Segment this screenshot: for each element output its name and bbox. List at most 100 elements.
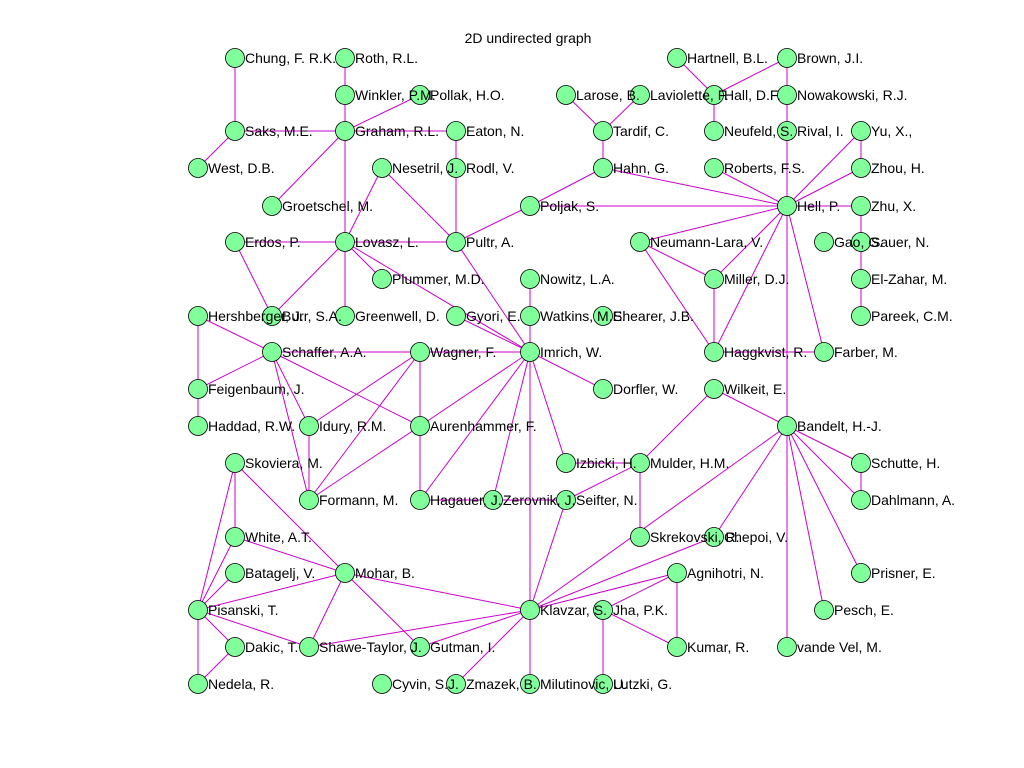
graph-node <box>410 85 430 105</box>
edge-33-35 <box>197 609 310 648</box>
node-label: Pareek, C.M. <box>871 308 953 324</box>
node-label: Klavzar, S. <box>540 602 607 618</box>
node-label: Roth, R.L. <box>355 50 418 66</box>
graph-node <box>225 527 245 547</box>
graph-node <box>188 416 208 436</box>
graph-node <box>446 158 466 178</box>
edge-76-81 <box>713 425 788 538</box>
node-label: Pollak, H.O. <box>430 87 505 103</box>
edge-13-44 <box>344 241 531 353</box>
edge-49-82 <box>529 572 678 611</box>
graph-node <box>372 269 392 289</box>
graph-node <box>593 121 613 141</box>
edge-28-44 <box>419 351 531 501</box>
node-label: Burr, S.A. <box>282 308 342 324</box>
graph-node <box>667 563 687 583</box>
node-label: Wilkeit, E. <box>724 381 786 397</box>
edge-32-49 <box>344 572 531 611</box>
edge-26-32 <box>234 462 346 574</box>
labels-layer: Chung, F. R.K. Roth, R.L. Winkler, P.M.Pol… <box>208 50 955 692</box>
node-label: Zhu, X. <box>871 198 916 214</box>
node-label: Hershberger, J. <box>208 308 304 324</box>
node-label: Seifter, N. <box>576 492 637 508</box>
edge-48-49 <box>529 499 567 611</box>
edge-6-11 <box>271 130 346 207</box>
edge-12-17 <box>234 241 273 317</box>
graph-node <box>814 232 834 252</box>
graph-node <box>225 232 245 252</box>
node-label: Nesetril, J. <box>392 160 458 176</box>
node-label: Formann, M. <box>319 492 398 508</box>
edge-62-65 <box>713 167 788 207</box>
graph-node <box>410 637 430 657</box>
edge-14-44 <box>455 241 531 353</box>
graph-node <box>262 196 282 216</box>
graph-node <box>593 158 613 178</box>
graph-node <box>851 196 871 216</box>
edge-20-27 <box>271 351 310 501</box>
graph-node <box>556 490 576 510</box>
graph-node <box>556 453 576 473</box>
node-label: Skoviera, M. <box>245 455 323 471</box>
graph-node <box>851 490 871 510</box>
graph-node <box>372 674 392 694</box>
edge-25-27 <box>308 425 421 501</box>
edge-35-49 <box>308 609 531 648</box>
graph-node <box>814 342 834 362</box>
node-label: Agnihotri, N. <box>687 565 764 581</box>
edge-61-64 <box>529 167 604 207</box>
graph-node <box>593 600 613 620</box>
graph-node <box>777 416 797 436</box>
node-label: Pisanski, T. <box>208 602 279 618</box>
graph-node <box>446 674 466 694</box>
node-label: Cyvin, S.J. <box>392 676 459 692</box>
graph-node <box>299 637 319 657</box>
graph-node <box>335 121 355 141</box>
node-label: Farber, M. <box>834 344 898 360</box>
edge-49-81 <box>529 536 715 611</box>
graph-node <box>372 158 392 178</box>
graph-node <box>483 490 503 510</box>
graph-node <box>225 563 245 583</box>
graph-node <box>520 306 540 326</box>
node-label: Brown, J.I. <box>797 50 863 66</box>
edge-61-65 <box>602 167 788 207</box>
edge-63-65 <box>786 167 862 207</box>
nodes-layer <box>188 48 871 694</box>
graph-node <box>704 158 724 178</box>
node-label: Chung, F. R.K. <box>245 50 336 66</box>
graph-node <box>851 269 871 289</box>
edge-52-55 <box>713 57 788 96</box>
graph-node <box>520 269 540 289</box>
graph-node <box>520 600 540 620</box>
node-label: Dakic, T. <box>245 639 298 655</box>
graph-node <box>593 379 613 399</box>
edge-50-85 <box>602 609 678 648</box>
node-label: El-Zahar, M. <box>871 271 947 287</box>
node-label: Plummer, M.D. <box>392 271 485 287</box>
edge-25-44 <box>419 351 531 427</box>
graph-node <box>520 342 540 362</box>
node-label: Hagauer, J. <box>430 492 502 508</box>
edge-76-83 <box>786 425 862 574</box>
edge-20-22 <box>197 351 273 390</box>
edges-layer <box>197 57 862 685</box>
node-label: Schaffer, A.A. <box>282 344 367 360</box>
edge-30-33 <box>197 536 236 611</box>
node-label: Hell, P. <box>797 198 840 214</box>
node-label: Mulder, H.M. <box>650 455 729 471</box>
node-label: Pultr, A. <box>466 234 514 250</box>
node-label: Winkler, P.M. <box>355 87 436 103</box>
edge-67-70 <box>639 241 715 280</box>
edge-76-79 <box>786 425 862 501</box>
graph-node <box>630 453 650 473</box>
edge-77-75 <box>639 388 715 464</box>
edge-65-67 <box>639 205 788 243</box>
graph-node <box>704 342 724 362</box>
graph-node <box>851 158 871 178</box>
node-label: Roberts, F.S. <box>724 160 805 176</box>
graph-node <box>520 674 540 694</box>
node-label: Nedela, R. <box>208 676 274 692</box>
node-label: Milutinovic, U. <box>540 676 627 692</box>
